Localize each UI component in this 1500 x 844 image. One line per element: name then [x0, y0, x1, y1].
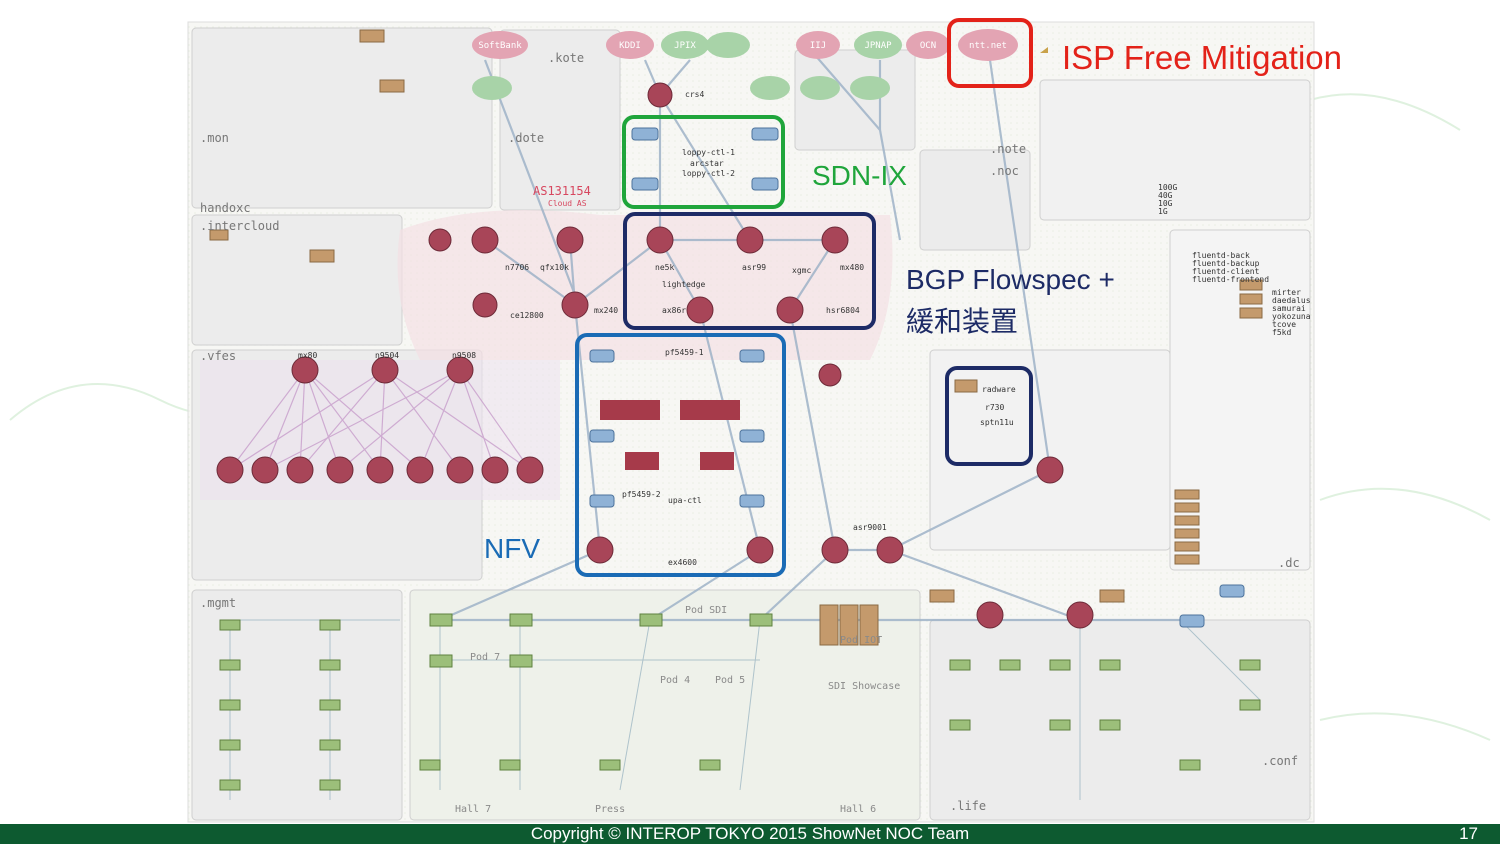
right-item-tcove: tcove: [1272, 320, 1296, 329]
segment-vfes: .vfes: [200, 349, 236, 363]
pod-4: Pod 4: [660, 675, 690, 686]
node-crs4: crs4: [685, 90, 704, 99]
hall-6: Hall 6: [840, 804, 876, 815]
node-xgmc: xgmc: [792, 266, 811, 275]
node-radware: radware: [982, 385, 1016, 394]
right-item-fluentd-frontend: fluentd-frontend: [1192, 275, 1269, 284]
node-arcstar: arcstar: [690, 159, 724, 168]
pod-sdi: Pod SDI: [685, 605, 727, 616]
mesh-links: [229, 369, 531, 471]
node-upa-ctl: upa-ctl: [668, 496, 702, 505]
segment-kote: .kote: [548, 51, 584, 65]
node-mx80: mx80: [298, 351, 317, 360]
right-item-f5kd: f5kd: [1272, 328, 1291, 337]
legend-40g: 40G: [1158, 191, 1173, 200]
pod-5: Pod 5: [715, 675, 745, 686]
isp-free-mitigation-label: ISP Free Mitigation: [1062, 39, 1343, 76]
node-loppy-ctl-1: loppy-ctl-1: [682, 148, 735, 157]
node-ce12800: ce12800: [510, 311, 544, 320]
sdi-showcase: SDI Showcase: [828, 681, 900, 692]
segment-dc: .dc: [1278, 556, 1300, 570]
right-item-fluentd-backup: fluentd-backup: [1192, 259, 1260, 268]
node-r730: r730: [985, 403, 1004, 412]
isp-kddi: KDDI: [619, 41, 641, 51]
segment-conf: .conf: [1262, 754, 1298, 768]
node-mx480: mx480: [840, 263, 864, 272]
right-item-fluentd-back: fluentd-back: [1192, 251, 1250, 260]
pod-7: Pod 7: [470, 652, 500, 663]
segment-dote: .dote: [508, 131, 544, 145]
isp-jpix: JPIX: [674, 41, 696, 51]
isp-nttnet: ntt.net: [969, 41, 1007, 51]
right-item-daedalus: daedalus: [1272, 296, 1311, 305]
bgp-flowspec-box: [623, 212, 876, 330]
legend-100g: 100G: [1158, 183, 1177, 192]
segment-note: .note: [990, 142, 1026, 156]
node-n9508: n9508: [452, 351, 476, 360]
segment-handoxc: handoxc: [200, 201, 251, 215]
copyright-text: Copyright © INTEROP TOKYO 2015 ShowNet N…: [530, 824, 970, 843]
node-ex4600: ex4600: [668, 558, 697, 567]
node-mx240: mx240: [594, 306, 618, 315]
node-qfx10k: qfx10k: [540, 263, 569, 272]
pointer-icon: [1040, 47, 1048, 53]
sdn-ix-box: [622, 115, 785, 209]
node-sptn11u: sptn11u: [980, 418, 1014, 427]
segment-life: .life: [950, 799, 986, 813]
isp-softbank: SoftBank: [478, 41, 522, 51]
node-asr9001: asr9001: [853, 523, 887, 532]
nfv-label: NFV: [484, 533, 540, 564]
switches: [589, 127, 1245, 628]
segment-intercloud: .intercloud: [200, 219, 279, 233]
segment-noc: .noc: [990, 164, 1019, 178]
page-number: 17: [1459, 824, 1478, 843]
routers: [216, 82, 1094, 629]
isp-clouds: [472, 29, 1018, 100]
right-item-samurai: samurai: [1272, 304, 1306, 313]
isp-ocn: OCN: [920, 41, 936, 51]
as-subtitle: Cloud AS: [548, 199, 587, 208]
bgp-flowspec-label: BGP Flowspec +: [906, 264, 1115, 295]
footer-bar: Copyright © INTEROP TOKYO 2015 ShowNet N…: [0, 824, 1500, 844]
as-number: AS131154: [533, 184, 591, 198]
hall-7: Hall 7: [455, 804, 491, 815]
node-ne5k: ne5k: [655, 263, 674, 272]
node-loppy-ctl-2: loppy-ctl-2: [682, 169, 735, 178]
server-stacks: [209, 29, 1263, 646]
node-asr99: asr99: [742, 263, 766, 272]
sdn-ix-label: SDN-IX: [812, 160, 907, 191]
legend-1g: 1G: [1158, 207, 1168, 216]
segment-mgmt: .mgmt: [200, 596, 236, 610]
hall-press: Press: [595, 804, 625, 815]
pod-iot: Pod IOT: [840, 635, 882, 646]
node-n7706: n7706: [505, 263, 529, 272]
legend-10g: 10G: [1158, 199, 1173, 208]
access-switches: [219, 613, 1261, 791]
segment-mon: .mon: [200, 131, 229, 145]
node-lightedge: lightedge: [662, 280, 706, 289]
node-ax86r: ax86r: [662, 306, 686, 315]
nfv-servers: [600, 400, 740, 470]
mitigation-device-box: [945, 366, 1033, 466]
right-item-mirter: mirter: [1272, 288, 1301, 297]
node-hsr6804: hsr6804: [826, 306, 860, 315]
node-pf5459-1: pf5459-1: [665, 348, 704, 357]
nfv-box: [575, 333, 786, 577]
isp-mitigation-box: [947, 18, 1033, 88]
right-item-fluentd-client: fluentd-client: [1192, 267, 1260, 276]
node-n9504: n9504: [375, 351, 399, 360]
isp-jpnap: JPNAP: [864, 41, 892, 51]
node-pf5459-2: pf5459-2: [622, 490, 661, 499]
isp-iij: IIJ: [810, 41, 826, 51]
right-item-yokozuna: yokozuna: [1272, 312, 1311, 321]
mitigation-device-label: 緩和装置: [906, 306, 1019, 337]
